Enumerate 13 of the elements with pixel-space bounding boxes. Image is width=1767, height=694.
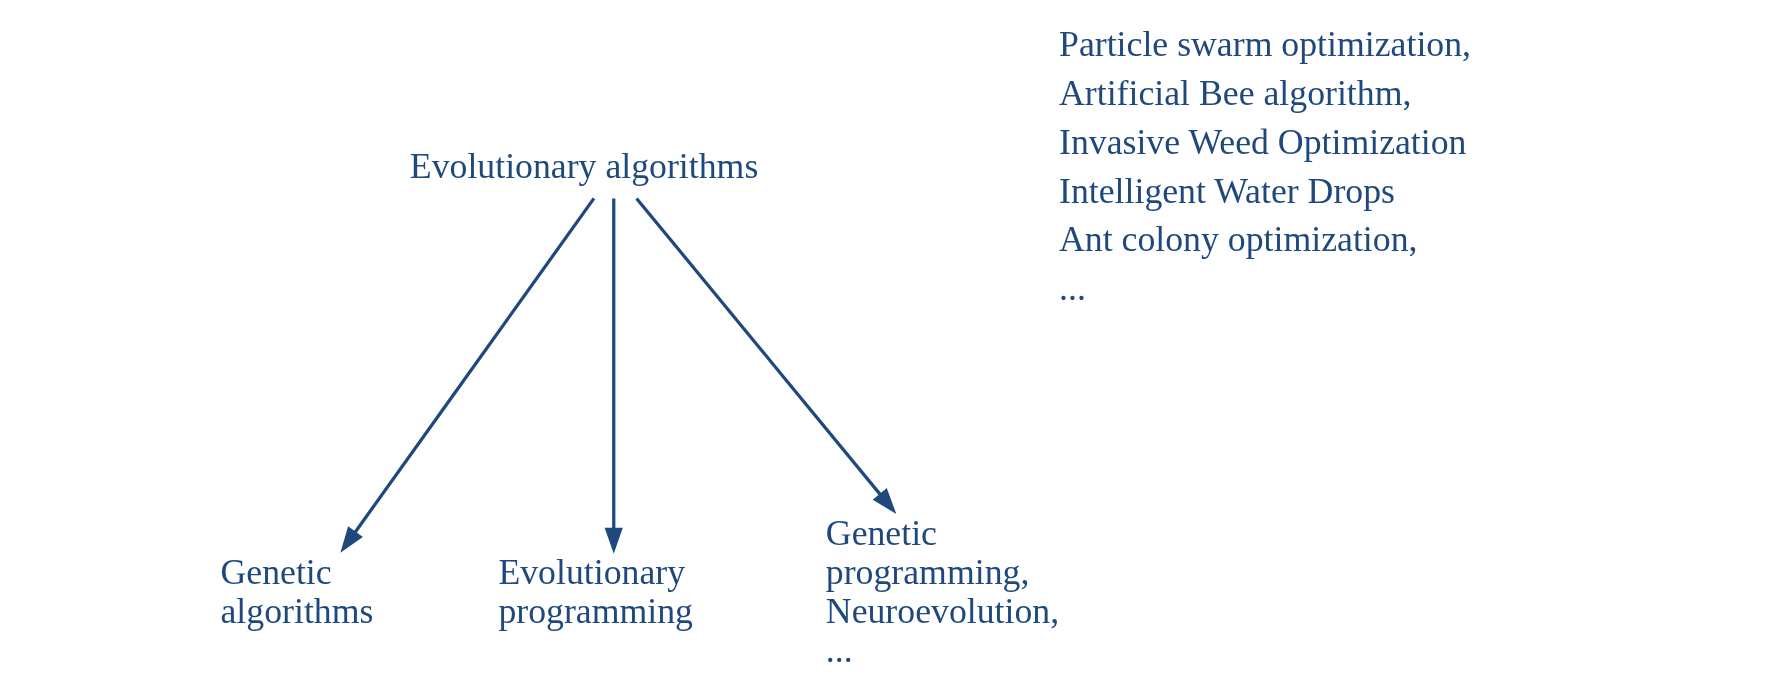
arrow [340,197,596,553]
arrow [635,197,897,514]
node-text: Genetic algorithms [220,552,374,632]
node-text: Evolutionary programming [498,552,693,632]
label: Particle swarm optimization, [1059,24,1472,65]
label: Ant colony optimization, [1059,219,1418,260]
label: Artificial Bee algorithm, [1059,73,1412,114]
label: ... [1059,268,1086,309]
node-text: Evolutionary algorithms [409,146,759,187]
arrow [604,198,623,554]
node-text: Genetic programming, Neuroevolution, ... [825,513,1060,671]
label: Invasive Weed Optimization [1059,121,1467,162]
label: Intelligent Water Drops [1059,170,1395,211]
